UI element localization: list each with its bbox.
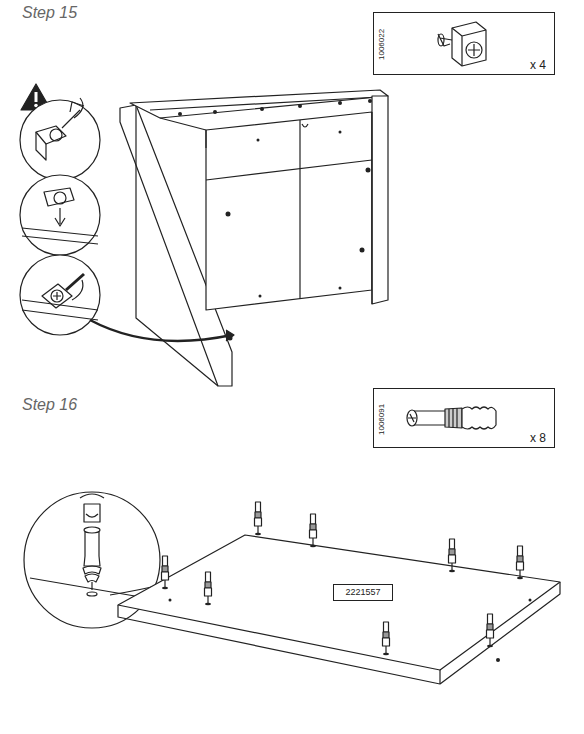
part-box: 1006022 x 4 [373, 12, 555, 75]
cam-lock-icon [438, 22, 486, 66]
panel [118, 535, 560, 684]
step-label: Step 15 [22, 4, 77, 22]
quantity: x 8 [530, 431, 546, 445]
part-box: 1006091 x 8 [373, 388, 555, 448]
cam-dowel [487, 614, 494, 647]
part-code-box: 2221557 [333, 584, 393, 601]
cam-dowel [255, 502, 262, 535]
cam-holes [178, 99, 372, 341]
cam-dowel-icon [407, 407, 496, 429]
cam-dowel [517, 546, 524, 579]
cam-dowels [162, 502, 524, 655]
part-code: 2221557 [334, 585, 392, 600]
cam-dowel [383, 622, 390, 655]
detail-circle-2 [20, 175, 100, 255]
cam-dowel [449, 539, 456, 572]
cam-dowel [310, 514, 317, 547]
part-number: 1006022 [377, 29, 386, 60]
cam-dowel [162, 556, 169, 589]
step-label: Step 16 [22, 396, 77, 414]
cabinet-carcass [120, 90, 388, 386]
cam-dowel [205, 572, 212, 605]
leader-head [226, 330, 234, 341]
leader-curve [90, 320, 232, 341]
quantity: x 4 [530, 58, 546, 72]
detail-circle-3 [20, 255, 100, 335]
part-number: 1006091 [377, 403, 386, 434]
detail-circle-1 [20, 98, 100, 180]
